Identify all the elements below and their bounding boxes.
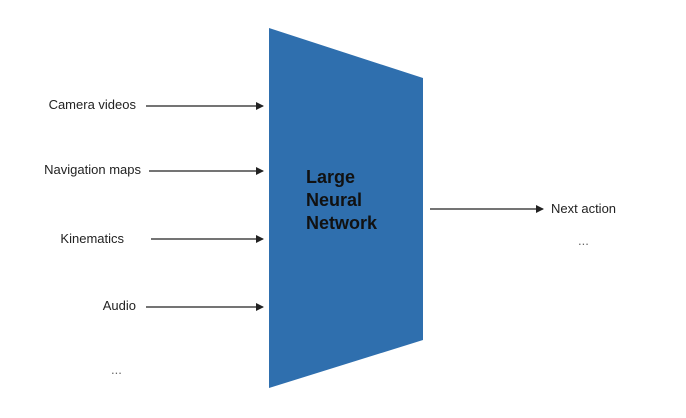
input-label-ellipsis: ...: [111, 362, 122, 377]
input-label-kinematics: Kinematics: [60, 231, 124, 246]
output-label-next-action: Next action: [551, 201, 617, 216]
network-label-line-1: Large: [306, 167, 356, 187]
input-label-camera-videos: Camera videos: [48, 97, 136, 112]
neural-network-trapezoid: [269, 28, 423, 388]
input-label-navigation-maps: Navigation maps: [44, 162, 141, 177]
network-label-line-3: Network: [306, 213, 378, 233]
network-label-line-2: Neural: [306, 190, 363, 210]
neural-network-label: Large Neural Network: [306, 166, 377, 235]
input-label-audio: Audio: [102, 298, 136, 313]
output-label-ellipsis: ...: [578, 233, 589, 248]
